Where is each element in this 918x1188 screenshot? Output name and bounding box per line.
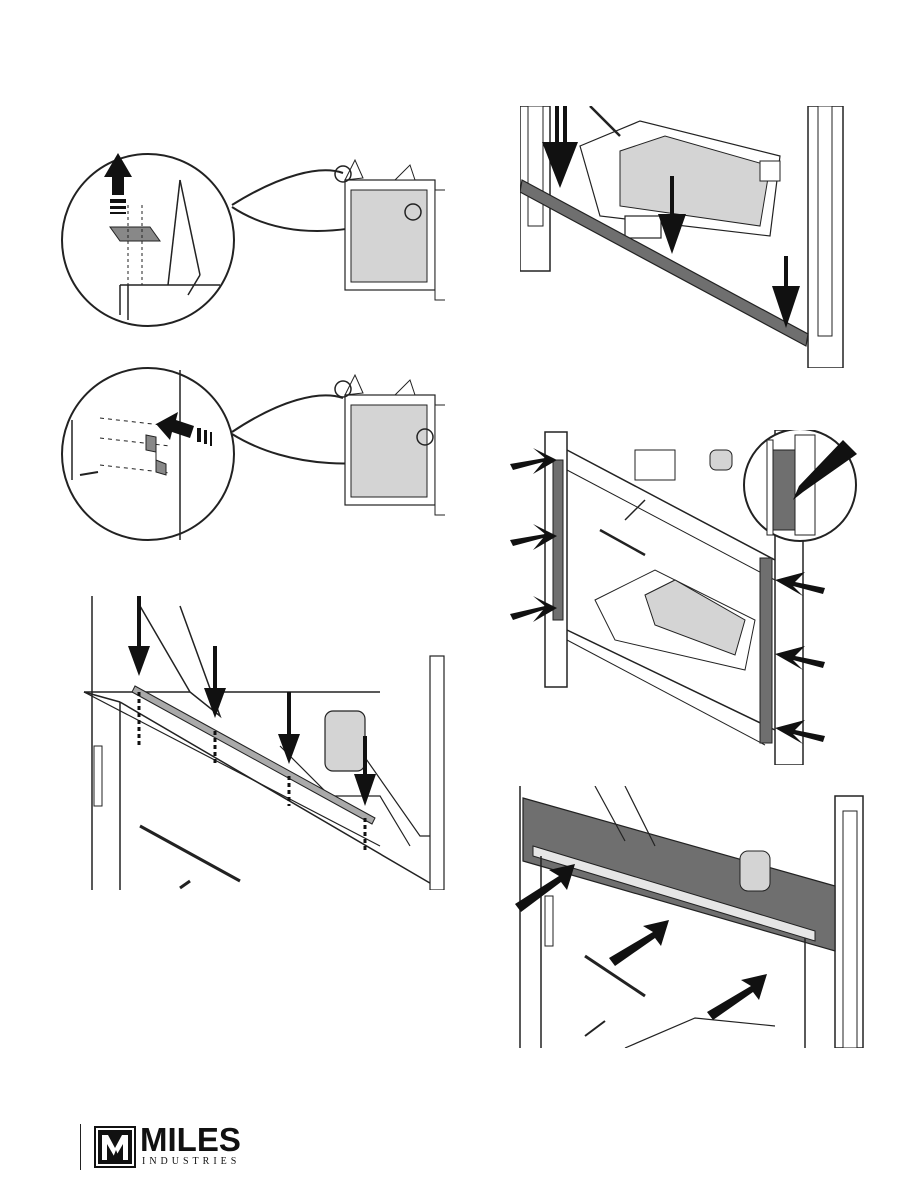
figure-bottom-trim: [520, 106, 845, 368]
figure-clip-removal: [60, 135, 445, 345]
footer-logo: MILES INDUSTRIES: [80, 1118, 280, 1174]
brand-subtitle: INDUSTRIES: [142, 1156, 240, 1168]
unit-thumbnail-2: [335, 375, 445, 515]
figure-side-trims: [505, 430, 865, 765]
bottom-trim-diagram: [520, 106, 845, 368]
top-bracket-diagram: [80, 596, 446, 890]
clip-removal-diagram: [60, 135, 445, 345]
unit-thumbnail: [335, 160, 445, 300]
footer-rule: [80, 1124, 81, 1170]
top-hood-diagram: [515, 786, 865, 1048]
figure-clip-install: [60, 360, 445, 555]
miles-logo-icon: [94, 1126, 136, 1168]
brand-name: MILES: [140, 1122, 241, 1158]
figure-top-bracket: [80, 596, 446, 890]
clip-install-diagram: [60, 360, 445, 555]
side-trims-diagram: [505, 430, 865, 765]
figure-top-hood: [515, 786, 865, 1048]
